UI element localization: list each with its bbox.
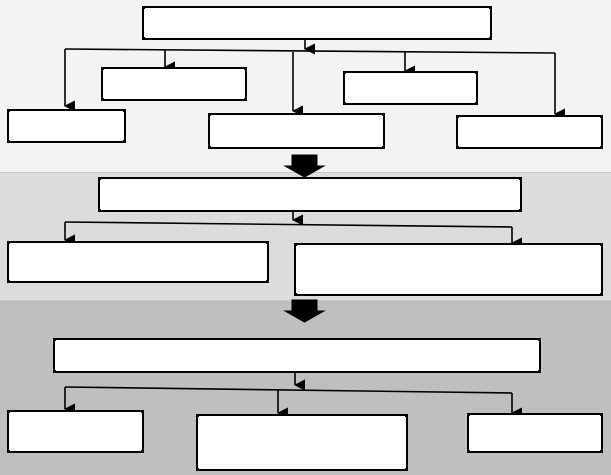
box-corner-handle (600, 146, 603, 149)
box-corner-handle (196, 414, 199, 417)
tier-1-child-box (456, 115, 603, 149)
tier-3-root-box (53, 338, 541, 373)
tier-2-child-box (7, 241, 269, 283)
box-corner-handle (475, 71, 478, 74)
box-corner-handle (600, 450, 603, 453)
box-corner-handle (600, 413, 603, 416)
box-corner-handle (266, 280, 269, 283)
tier-3-child-box (467, 413, 603, 453)
box-corner-handle (519, 177, 522, 180)
box-corner-handle (7, 450, 10, 453)
box-corner-handle (142, 37, 145, 40)
tier-3-child-box (7, 410, 144, 453)
box-corner-handle (467, 450, 470, 453)
box-corner-handle (343, 102, 346, 105)
box-corner-handle (101, 98, 104, 101)
box-corner-handle (343, 71, 346, 74)
tier-1-child-box (7, 109, 126, 143)
box-corner-handle (382, 146, 385, 149)
box-corner-handle (294, 293, 297, 296)
box-corner-handle (196, 468, 199, 471)
box-corner-handle (53, 370, 56, 373)
box-corner-handle (7, 241, 10, 244)
tier-1-child-box (101, 67, 247, 101)
box-corner-handle (98, 177, 101, 180)
box-corner-handle (266, 241, 269, 244)
box-corner-handle (382, 113, 385, 116)
box-corner-handle (142, 6, 145, 9)
tier-1-root-box (142, 6, 492, 40)
box-corner-handle (489, 37, 492, 40)
box-corner-handle (456, 146, 459, 149)
box-corner-handle (244, 67, 247, 70)
box-corner-handle (7, 109, 10, 112)
box-corner-handle (405, 414, 408, 417)
box-corner-handle (7, 410, 10, 413)
box-corner-handle (141, 450, 144, 453)
box-corner-handle (101, 67, 104, 70)
box-corner-handle (123, 140, 126, 143)
box-corner-handle (208, 146, 211, 149)
box-corner-handle (294, 243, 297, 246)
box-corner-handle (123, 109, 126, 112)
box-corner-handle (475, 102, 478, 105)
box-corner-handle (538, 370, 541, 373)
tier-2-root-box (98, 177, 522, 212)
box-corner-handle (7, 280, 10, 283)
box-corner-handle (489, 6, 492, 9)
box-corner-handle (600, 115, 603, 118)
box-corner-handle (7, 140, 10, 143)
box-corner-handle (98, 209, 101, 212)
box-corner-handle (519, 209, 522, 212)
box-corner-handle (538, 338, 541, 341)
tier-1-child-box (208, 113, 385, 149)
box-corner-handle (405, 468, 408, 471)
box-corner-handle (244, 98, 247, 101)
tier-1-child-box (343, 71, 478, 105)
tier-2-child-box (294, 243, 603, 296)
box-corner-handle (53, 338, 56, 341)
box-corner-handle (600, 293, 603, 296)
box-corner-handle (600, 243, 603, 246)
box-corner-handle (208, 113, 211, 116)
box-corner-handle (141, 410, 144, 413)
box-corner-handle (467, 413, 470, 416)
box-corner-handle (456, 115, 459, 118)
tier-3-child-box (196, 414, 408, 471)
